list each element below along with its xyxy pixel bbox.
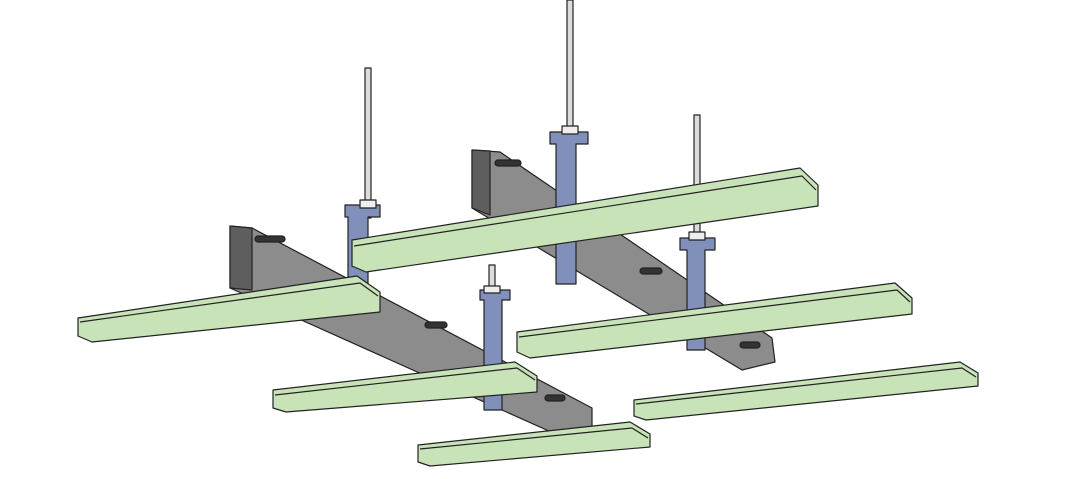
cross-channel (417, 421, 651, 467)
cross-channel (516, 282, 913, 359)
cross-channel (272, 361, 538, 413)
cross-channel (351, 167, 819, 273)
threaded-rod (364, 67, 372, 219)
cross-channel (633, 361, 979, 421)
cross-channel (77, 275, 381, 343)
cross-channels (77, 167, 979, 467)
